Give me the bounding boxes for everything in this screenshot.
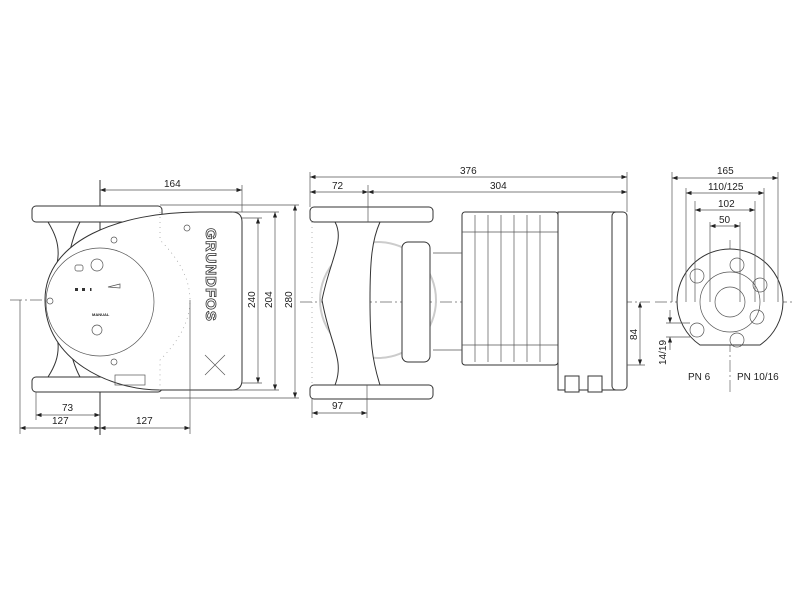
cable-gland <box>587 375 603 393</box>
dim-102: 102 <box>718 199 735 210</box>
dim-304: 304 <box>490 181 507 192</box>
dim-164: 164 <box>164 179 181 190</box>
motor-end <box>557 211 617 391</box>
impeller-housing <box>401 241 431 363</box>
bottom-flange <box>309 384 434 400</box>
side-view: MANUAL GRUNDFOS 164 240 204 280 73 127 1… <box>10 179 299 435</box>
dim-84: 84 <box>629 328 640 340</box>
level-icon <box>107 283 121 289</box>
top-flange <box>309 206 434 223</box>
control-box <box>44 211 243 391</box>
motor-cap <box>611 211 628 391</box>
dim-165: 165 <box>717 166 734 177</box>
dim-127-left: 127 <box>52 416 69 427</box>
dim-240: 240 <box>247 291 258 308</box>
control-panel-circle <box>45 247 155 357</box>
pump-housing <box>321 221 381 386</box>
indicator-light <box>74 264 84 272</box>
button-icon <box>91 324 103 336</box>
dim-97: 97 <box>332 401 344 412</box>
dim-73: 73 <box>62 403 74 414</box>
dim-280: 280 <box>284 291 295 308</box>
dim-376: 376 <box>460 166 477 177</box>
watermark-logo <box>319 241 437 359</box>
grundfos-x-logo <box>204 354 226 376</box>
cable-gland <box>564 375 580 393</box>
bolt-holes <box>689 257 768 348</box>
pn10-16-label: PN 10/16 <box>737 372 779 383</box>
dim-204: 204 <box>264 291 275 308</box>
raised-face <box>699 271 761 333</box>
flange-view: 165 110/125 102 50 14/19 PN 6 PN 10/16 <box>655 166 795 395</box>
motor-fins <box>461 211 559 366</box>
pn6-label: PN 6 <box>688 372 711 383</box>
manual-label: MANUAL <box>92 312 110 317</box>
bore <box>714 286 746 318</box>
dim-50: 50 <box>719 215 731 226</box>
dim-72: 72 <box>332 181 344 192</box>
front-view: 376 72 304 84 97 <box>300 166 650 418</box>
knob-icon <box>90 258 104 272</box>
dim-127-right: 127 <box>136 416 153 427</box>
grundfos-logo: GRUNDFOS <box>202 228 219 322</box>
dim-110-125: 110/125 <box>708 182 744 193</box>
dim-14-19: 14/19 <box>658 340 669 365</box>
